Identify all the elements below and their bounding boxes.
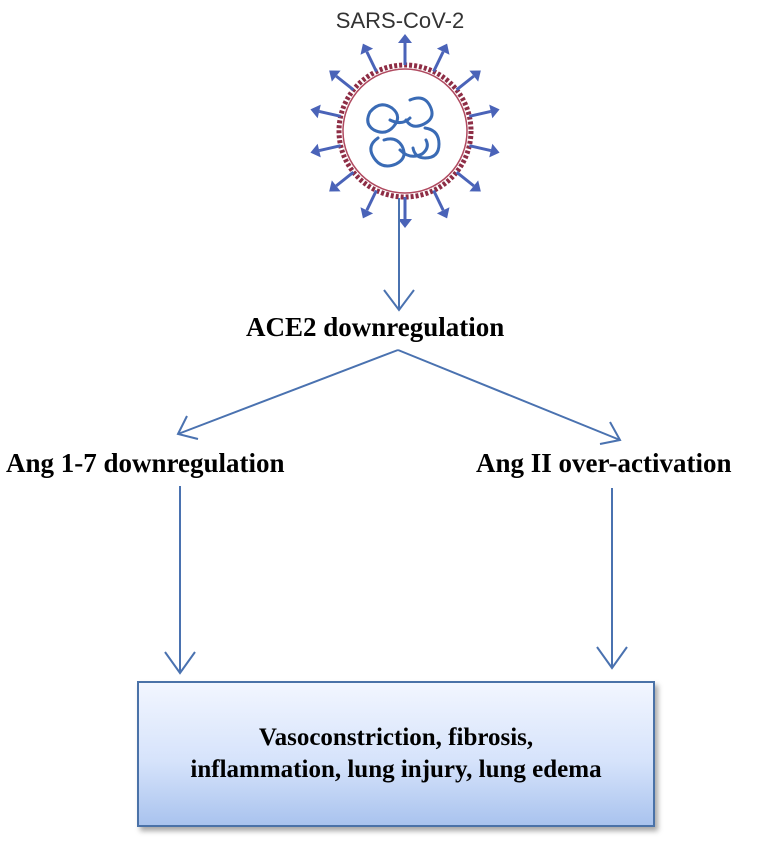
spike-head [398,219,412,228]
spike-head [489,104,500,119]
coronavirus-icon [310,34,500,228]
arrow-ang17-to-outcome [164,486,196,675]
spike-stalk [365,51,378,73]
spike-stalk [432,51,445,73]
spike-head [436,43,450,55]
node-ace2-downregulation: ACE2 downregulation [246,312,505,342]
spike-stalk [469,109,492,118]
spike-stalk [365,189,378,211]
arrow-virus-to-ace2 [383,198,415,312]
arrow-angii-to-outcome [596,488,628,670]
spike-head [469,70,481,82]
node-ang17-downregulation: Ang 1-7 downregulation [6,448,285,478]
spike-head [329,180,341,192]
spike-stalk [335,74,355,92]
virus-spikes [310,34,500,228]
spike-head [310,143,321,158]
node-angii-over-activation: Ang II over-activation [476,448,732,478]
spike-head [489,143,500,158]
arrow-ace2-to-angii [397,349,622,445]
spike-head [360,207,374,219]
spike-head [329,70,341,82]
spike-stalk [318,109,341,118]
outcome-text: Vasoconstriction, fibrosis, inflammation… [190,724,602,783]
arrow-ace2-to-ang17 [176,349,399,440]
spike-stalk [469,144,492,153]
spike-stalk [455,170,475,188]
virus-membrane [336,62,474,200]
spike-head [310,104,321,119]
spike-stalk [455,74,475,92]
spike-head [360,43,374,55]
virus-label: SARS-CoV-2 [335,8,465,33]
spike-stalk [432,189,445,211]
virus-membrane-inner [342,68,468,194]
spike-stalk [335,170,355,188]
spike-stalk [318,144,341,153]
spike-head [436,207,450,219]
virus-rna [366,96,441,168]
spike-head [469,180,481,192]
outcome-box: Vasoconstriction, fibrosis, inflammation… [137,681,655,827]
spike-head [398,34,412,43]
